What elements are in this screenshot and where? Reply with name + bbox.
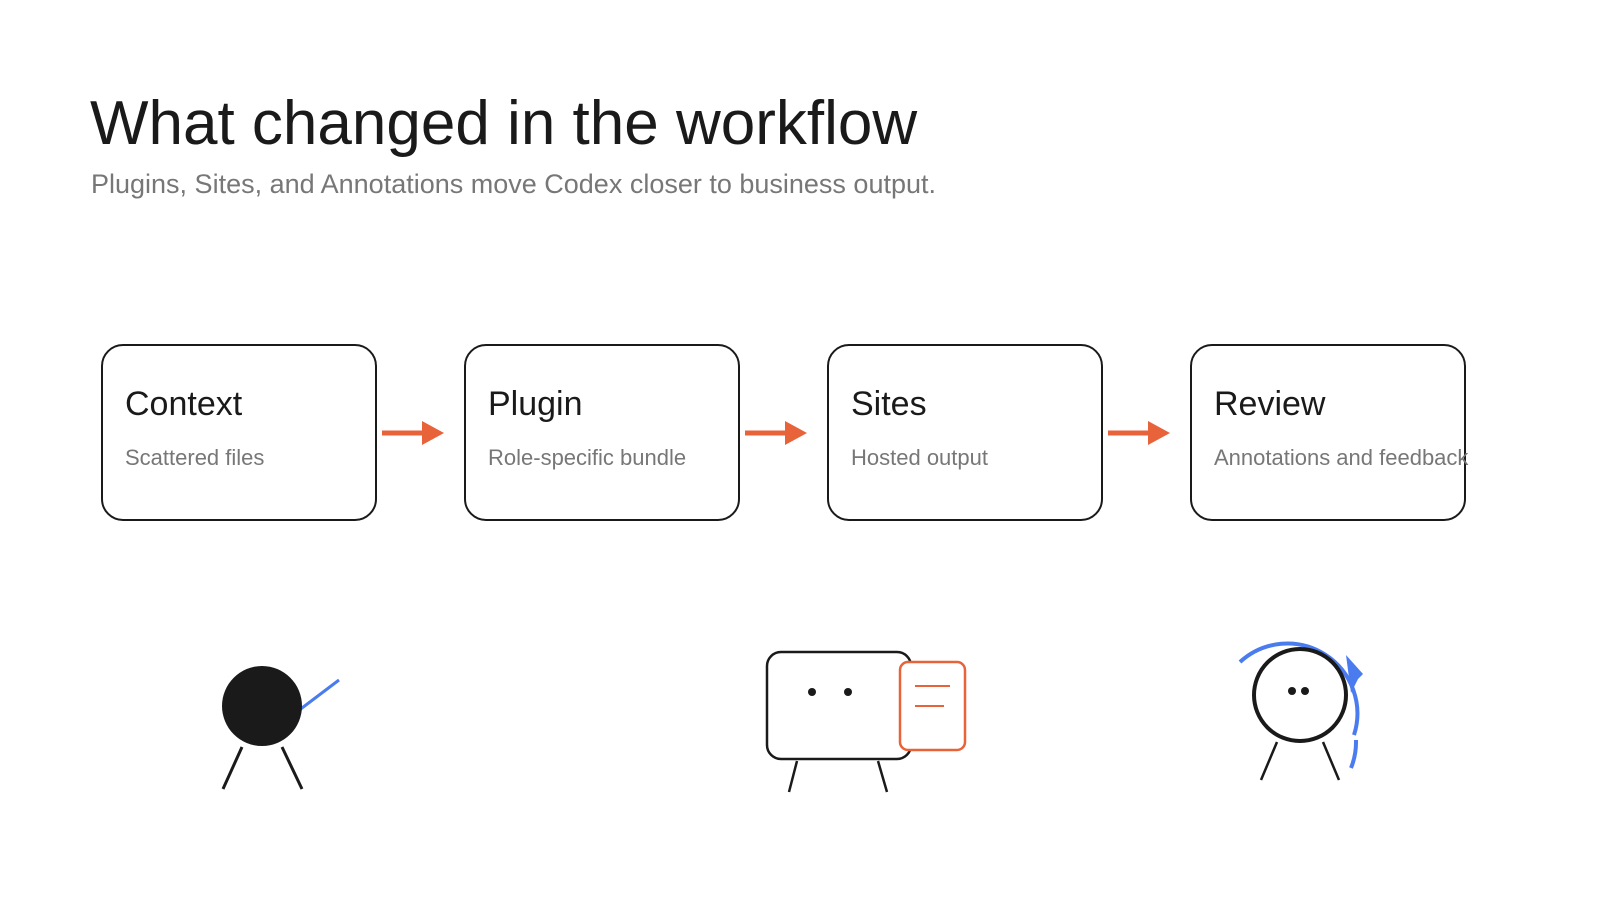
step-title: Sites — [851, 385, 927, 423]
step-description: Scattered files — [125, 445, 265, 470]
arrow-right-icon — [1108, 421, 1170, 445]
step-box-context: Context Scattered files — [101, 344, 377, 521]
screen-character-with-document-icon — [765, 650, 967, 793]
step-title: Review — [1214, 385, 1326, 423]
ring-character-with-refresh-arrow-icon — [1238, 641, 1363, 781]
step-description: Role-specific bundle — [488, 445, 687, 470]
step-description: Annotations and feedback — [1214, 445, 1469, 470]
step-box-review: Review Annotations and feedback — [1190, 344, 1469, 521]
arrow-right-icon — [382, 421, 444, 445]
step-box-plugin: Plugin Role-specific bundle — [464, 344, 740, 521]
step-title: Context — [125, 385, 243, 423]
step-box-sites: Sites Hosted output — [827, 344, 1103, 521]
step-description: Hosted output — [851, 445, 988, 470]
slide-subtitle: Plugins, Sites, and Annotations move Cod… — [91, 169, 937, 199]
arrow-right-icon — [745, 421, 807, 445]
ball-character-icon — [221, 666, 340, 790]
slide-title: What changed in the workflow — [90, 89, 918, 158]
step-title: Plugin — [488, 385, 583, 423]
